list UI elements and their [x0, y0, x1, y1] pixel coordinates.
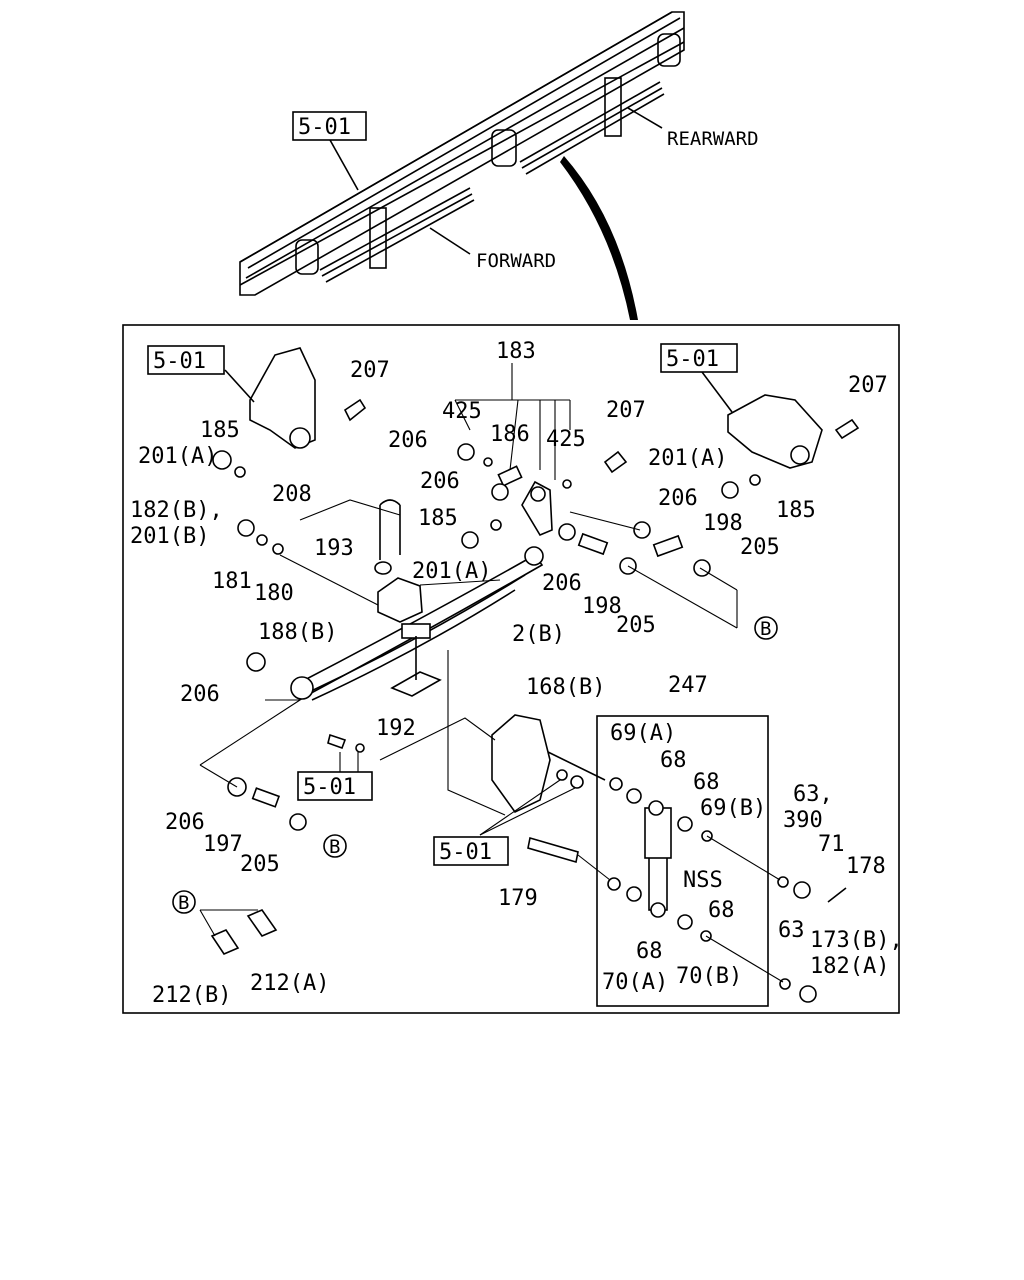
u-bolt: [379, 499, 401, 560]
part-186: 186: [490, 422, 530, 447]
ref-box-left: 5-01: [153, 349, 206, 374]
detail-frame: [122, 324, 900, 1014]
part-2b: 2(B): [512, 622, 565, 647]
part-179: 179: [498, 886, 538, 911]
label-247: 247: [668, 673, 708, 698]
stud-179: [527, 836, 579, 864]
shock-box: [596, 715, 769, 1007]
circle-b-markers: B B B: [172, 616, 778, 914]
part-63-a: 63,: [793, 782, 833, 807]
spacer-192: [390, 671, 442, 697]
circle-b-2: B: [329, 836, 340, 858]
part-185-b: 185: [418, 506, 458, 531]
part-201a-a: 201(A): [138, 444, 217, 469]
part-185-a: 185: [200, 418, 240, 443]
part-180: 180: [254, 581, 294, 606]
part-197: 197: [203, 832, 243, 857]
forward-label: FORWARD: [476, 250, 556, 272]
part-198-b: 198: [703, 511, 743, 536]
part-71: 71: [818, 832, 845, 857]
part-69b: 69(B): [700, 796, 766, 821]
part-63-b: 63: [778, 918, 805, 943]
part-207-c: 207: [848, 373, 888, 398]
part-206-b: 206: [420, 469, 460, 494]
part-207-a: 207: [350, 358, 390, 383]
part-201b: 201(B): [130, 524, 209, 549]
part-201a-b: 201(A): [412, 559, 491, 584]
part-201a-c: 201(A): [648, 446, 727, 471]
part-198-a: 198: [582, 594, 622, 619]
part-185-c: 185: [776, 498, 816, 523]
part-70a: 70(A): [602, 970, 668, 995]
rearward-label: REARWARD: [667, 128, 759, 150]
part-68-b: 68: [693, 770, 720, 795]
nut-193: [374, 561, 392, 575]
part-182a: 182(A): [810, 954, 889, 979]
part-178: 178: [846, 854, 886, 879]
part-205-b: 205: [740, 535, 780, 560]
part-206-a: 206: [388, 428, 428, 453]
part-206-c: 206: [542, 571, 582, 596]
part-labels: 207 185 201(A) 182(B), 201(B) 208 193 18…: [130, 358, 903, 1008]
part-193: 193: [314, 536, 354, 561]
part-69a: 69(A): [610, 721, 676, 746]
shackle: [521, 480, 553, 537]
part-206-d: 206: [658, 486, 698, 511]
callout-arrow: [560, 156, 638, 320]
part-173b: 173(B),: [810, 928, 903, 953]
ref-box-low: 5-01: [439, 840, 492, 865]
part-68-c: 68: [708, 898, 735, 923]
part-68-d: 68: [636, 939, 663, 964]
ref-box-right: 5-01: [666, 347, 719, 372]
part-207-b: 207: [606, 398, 646, 423]
shock-absorber: [644, 800, 672, 918]
leader-lines: [199, 363, 784, 983]
part-212a: 212(A): [250, 971, 329, 996]
part-192: 192: [376, 716, 416, 741]
part-205-a: 205: [616, 613, 656, 638]
frame-overview: 5-01 REARWARD FORWARD: [239, 11, 759, 320]
part-425-b: 425: [546, 427, 586, 452]
spring-pad: [377, 577, 423, 623]
part-68-a: 68: [660, 748, 687, 773]
part-208: 208: [272, 482, 312, 507]
circle-b-1: B: [760, 618, 771, 640]
bracket-right: 5-01: [660, 343, 823, 469]
bracket-left: 5-01: [147, 345, 316, 449]
part-70b: 70(B): [676, 964, 742, 989]
part-182b: 182(B),: [130, 498, 223, 523]
circle-b-3: B: [178, 892, 189, 914]
part-206-e: 206: [180, 682, 220, 707]
part-181: 181: [212, 569, 252, 594]
ref-box-overview: 5-01: [298, 115, 351, 140]
part-188b: 188(B): [258, 620, 337, 645]
part-205-c: 205: [240, 852, 280, 877]
part-390: 390: [783, 808, 823, 833]
part-212b: 212(B): [152, 983, 231, 1008]
part-425-a: 425: [442, 399, 482, 424]
part-206-f: 206: [165, 810, 205, 835]
label-183: 183: [496, 339, 536, 364]
label-nss: NSS: [683, 868, 723, 893]
bracket-168b: [491, 714, 606, 814]
part-168b: 168(B): [526, 675, 605, 700]
ref-box-mid: 5-01: [303, 775, 356, 800]
